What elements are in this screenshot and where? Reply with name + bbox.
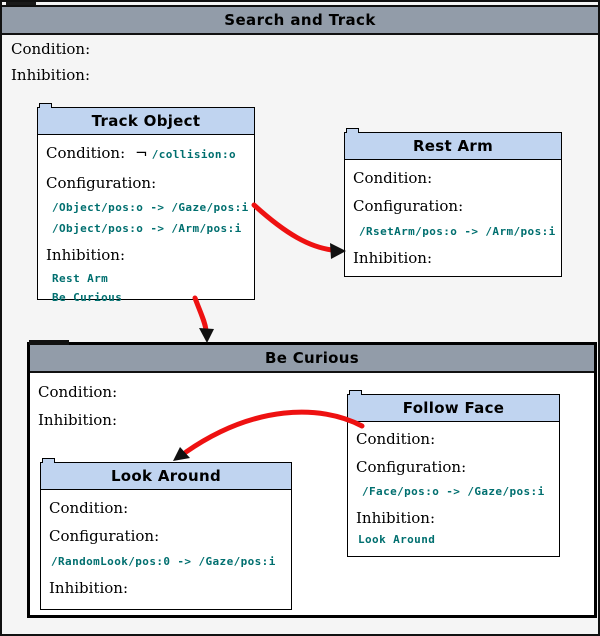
node-follow-face: Follow Face Condition: Configuration: /F… <box>347 390 560 557</box>
node-corner-tab <box>42 458 55 463</box>
configuration-label: Configuration: <box>49 527 160 545</box>
node-look-around-header: Look Around <box>41 463 291 490</box>
root-condition-label: Condition: <box>11 40 91 58</box>
node-title: Rest Arm <box>412 137 494 155</box>
inhibition-label: Inhibition: <box>46 246 126 264</box>
page-title: Search and Track <box>224 11 376 29</box>
condition-label: Condition: <box>38 383 118 401</box>
node-title: Follow Face <box>402 399 505 417</box>
frame-corner-tab <box>6 2 36 6</box>
node-corner-tab <box>349 390 362 395</box>
node-track-object: Track Object Condition: ¬/collision:o Con… <box>37 103 255 304</box>
inhibition-label: Inhibition: <box>49 579 129 597</box>
arrowhead-icon <box>199 328 214 343</box>
inhibition-label: Inhibition: <box>38 411 118 429</box>
not-symbol: ¬ <box>135 144 148 162</box>
condition-value: /collision:o <box>151 148 236 161</box>
configuration-line: /RandomLook/pos:0 -> /Gaze/pos:i <box>51 555 276 568</box>
search-and-track-header: Search and Track <box>2 5 598 35</box>
configuration-label: Configuration: <box>46 174 157 192</box>
node-corner-tab <box>29 340 69 345</box>
configuration-line: /Face/pos:o -> /Gaze/pos:i <box>362 485 545 498</box>
node-corner-tab <box>39 103 52 108</box>
condition-label: Condition: <box>356 430 436 448</box>
configuration-line: /RsetArm/pos:o -> /Arm/pos:i <box>359 225 556 238</box>
condition-label: Condition: <box>46 144 126 162</box>
node-be-curious-header: Be Curious <box>30 345 594 373</box>
node-title: Track Object <box>91 112 201 130</box>
inhibition-line: Look Around <box>358 533 436 546</box>
node-rest-arm-header: Rest Arm <box>345 133 561 160</box>
inhibition-label: Inhibition: <box>356 509 436 527</box>
condition-label: Condition: <box>353 169 433 187</box>
inhibition-line: Rest Arm <box>52 272 109 285</box>
inhibition-line: Be Curious <box>52 291 123 304</box>
configuration-label: Configuration: <box>353 197 464 215</box>
inhibition-label: Inhibition: <box>353 249 433 267</box>
edge-track-object-to-rest-arm <box>251 202 346 259</box>
condition-label: Condition: <box>49 499 129 517</box>
node-follow-face-header: Follow Face <box>348 395 559 422</box>
condition-row: Condition: ¬/collision:o <box>46 144 254 164</box>
node-rest-arm: Rest Arm Condition: Configuration: /Rset… <box>344 128 562 277</box>
node-look-around: Look Around Condition: Configuration: /R… <box>40 458 292 610</box>
node-corner-tab <box>346 128 359 133</box>
configuration-line: /Object/pos:o -> /Arm/pos:i <box>52 222 242 235</box>
root-inhibition-label: Inhibition: <box>11 66 91 84</box>
configuration-line: /Object/pos:o -> /Gaze/pos:i <box>52 201 249 214</box>
node-track-object-header: Track Object <box>38 108 254 135</box>
configuration-label: Configuration: <box>356 458 467 476</box>
node-title: Look Around <box>110 467 222 485</box>
node-title: Be Curious <box>265 349 359 367</box>
